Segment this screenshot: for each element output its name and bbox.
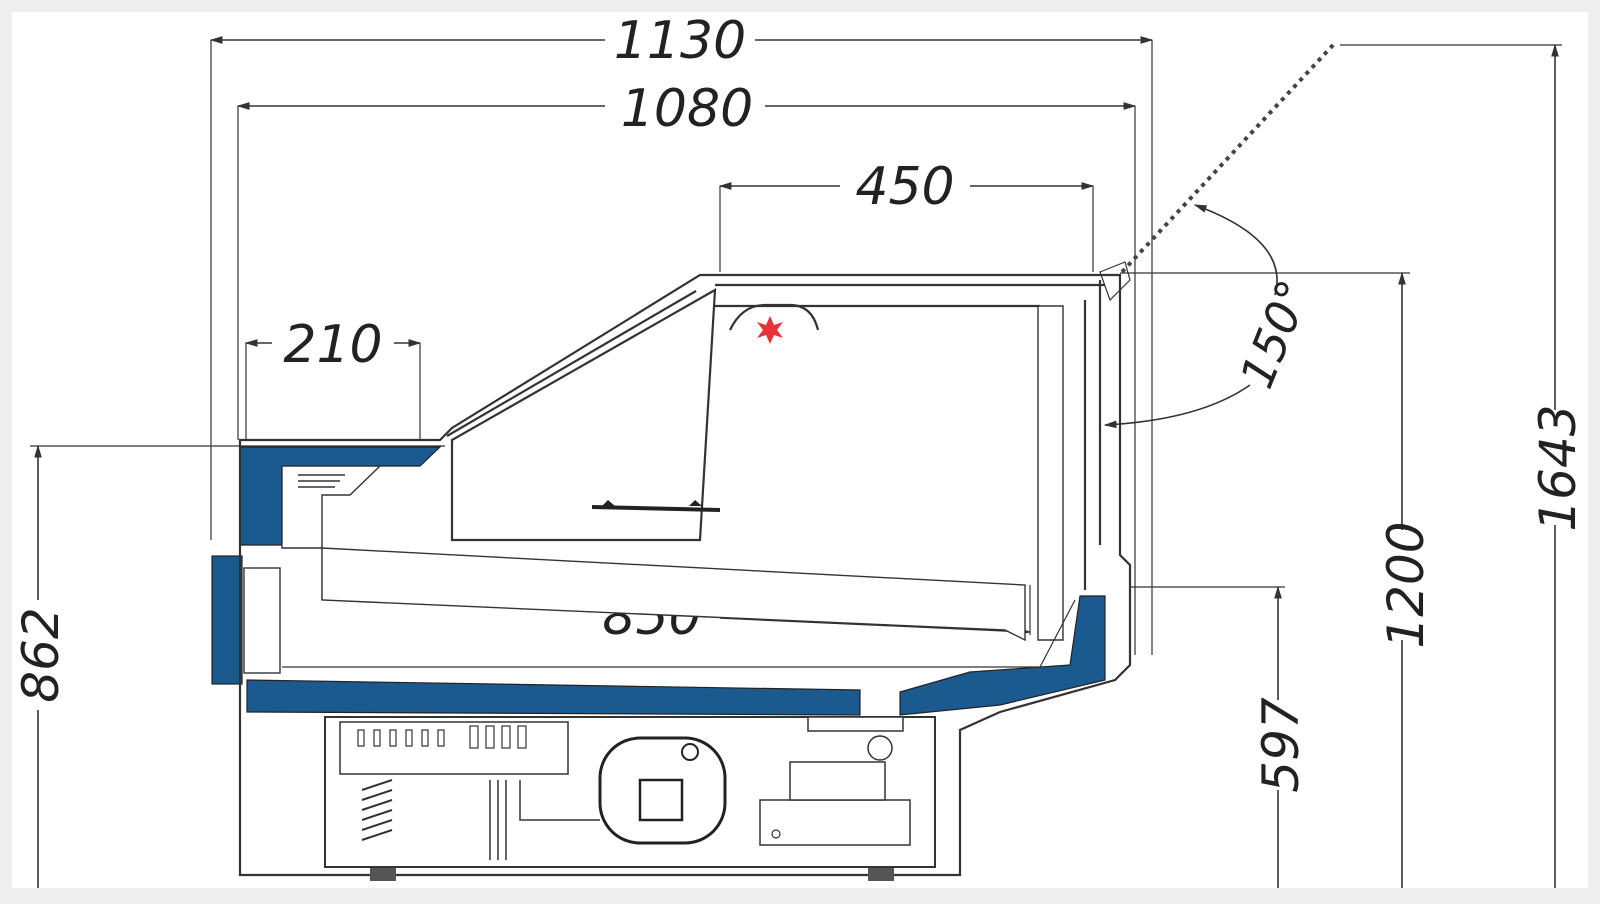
open-height-label: 1643: [1529, 404, 1587, 531]
front-height-label: 862: [12, 607, 70, 702]
insulation-bottom-right: [899, 595, 1106, 716]
lamp-icon: [757, 316, 783, 344]
insulation-panels: [211, 446, 1106, 716]
top-glass-label: 450: [855, 157, 954, 217]
dimension-front-shelf: 210: [244, 315, 422, 440]
inner-width-label: 1080: [621, 79, 753, 139]
dimension-overall-width: 1130: [209, 11, 1154, 655]
rear-post: [1037, 305, 1064, 641]
display-cabinet: [238, 261, 1132, 877]
dimension-front-height: 862: [12, 444, 445, 888]
dimension-body-height: 1200: [1120, 271, 1435, 888]
feet: [370, 867, 894, 881]
dimension-top-glass: 450: [718, 157, 1095, 272]
machine-compartment: [324, 716, 936, 881]
glass-hinge: [1099, 261, 1131, 302]
insulation-bottom-left: [246, 679, 861, 716]
front-shelf-label: 210: [283, 315, 382, 375]
lamp-reflector: [729, 303, 820, 331]
insulation-front-bumper: [211, 555, 243, 685]
dimension-inner-width: 1080: [236, 79, 1137, 655]
counter-height-label: 597: [1252, 697, 1310, 793]
vent-grille: [298, 474, 345, 488]
overall-width-label: 1130: [614, 11, 746, 71]
product-shelf: [321, 547, 1026, 642]
cabinet-outer-shell: [238, 273, 1132, 877]
dimension-open-height: 1643: [1340, 43, 1587, 888]
condenser-fins: [357, 725, 527, 749]
front-glass: [450, 288, 717, 542]
body-height-label: 1200: [1377, 521, 1435, 648]
condenser-coil: [361, 779, 393, 841]
shelf-bracket: [591, 505, 721, 512]
opened-glass-dotted: [1120, 42, 1336, 274]
electrical-box: [759, 799, 911, 846]
pipework: [489, 780, 600, 860]
front-panel: [243, 567, 281, 674]
dimension-counter-height: 597: [1130, 585, 1310, 888]
